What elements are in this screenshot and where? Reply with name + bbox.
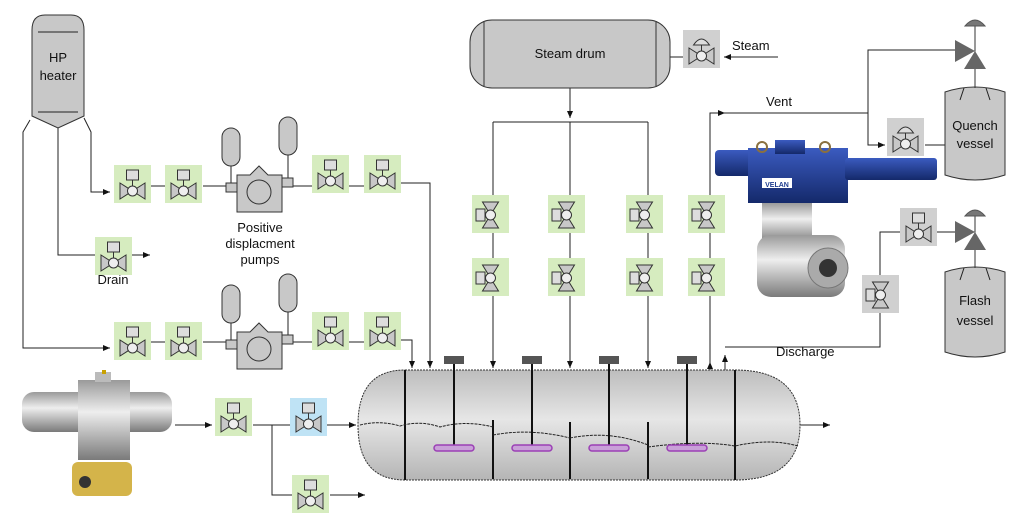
impeller-icon — [666, 444, 708, 452]
control-valve-18[interactable] — [548, 258, 585, 296]
impeller-icon — [433, 444, 475, 452]
quench-relief-valve-icon — [955, 19, 987, 88]
control-valve-6[interactable] — [114, 322, 151, 360]
control-valve-9[interactable] — [364, 312, 401, 350]
control-valve-22[interactable] — [887, 118, 924, 156]
reactor-tank — [357, 369, 801, 481]
velan-logo: VELAN — [765, 182, 789, 189]
hp-heater-label-2: heater — [40, 68, 78, 83]
control-valve-21[interactable] — [683, 30, 720, 68]
pumps-label-2: displacment — [225, 236, 295, 251]
agitator-motor — [444, 356, 464, 364]
hp-heater-label-1: HP — [49, 50, 67, 65]
steam-drum-label: Steam drum — [535, 46, 606, 61]
control-valve-1[interactable] — [114, 165, 151, 203]
positive-displacement-pump-2 — [221, 273, 298, 370]
control-valve-24[interactable] — [862, 275, 899, 313]
control-valve-16[interactable] — [688, 195, 725, 233]
steam-drum: Steam drum — [469, 19, 671, 89]
quench-label-2: vessel — [957, 136, 994, 151]
pumps-label-1: Positive — [237, 220, 283, 235]
control-valve-17[interactable] — [472, 258, 509, 296]
impeller-icon — [588, 444, 630, 452]
quench-vessel: Quench vessel — [944, 86, 1006, 181]
control-valve-8[interactable] — [312, 312, 349, 350]
control-valve-13[interactable] — [472, 195, 509, 233]
agitator-motor — [677, 356, 697, 364]
agitator-motor — [522, 356, 542, 364]
vent-label: Vent — [766, 94, 792, 109]
drain-label: Drain — [97, 272, 128, 287]
control-valve-2[interactable] — [165, 165, 202, 203]
velan-valve-photo: VELAN — [715, 140, 937, 297]
hp-heater: HP heater — [31, 14, 85, 129]
flash-label-2: vessel — [957, 313, 994, 328]
agitator-3 — [588, 356, 630, 452]
control-valve-14[interactable] — [548, 195, 585, 233]
flash-relief-valve-icon — [955, 209, 987, 268]
control-valve-15[interactable] — [626, 195, 663, 233]
steam-label: Steam — [732, 38, 770, 53]
control-valve-12[interactable] — [292, 475, 329, 513]
control-valve-20[interactable] — [688, 258, 725, 296]
quench-label-1: Quench — [952, 118, 998, 133]
agitator-1 — [433, 356, 475, 452]
control-valve-23[interactable] — [900, 208, 937, 246]
control-valve-11[interactable] — [290, 398, 327, 436]
ball-valve-photo — [22, 370, 172, 496]
control-valve-5[interactable] — [95, 237, 132, 275]
control-valve-19[interactable] — [626, 258, 663, 296]
agitator-4 — [666, 356, 708, 452]
control-valve-10[interactable] — [215, 398, 252, 436]
control-valve-7[interactable] — [165, 322, 202, 360]
discharge-label: Discharge — [776, 344, 835, 359]
agitator-2 — [511, 356, 553, 452]
flash-vessel: Flash vessel — [944, 266, 1006, 358]
impeller-icon — [511, 444, 553, 452]
control-valve-3[interactable] — [312, 155, 349, 193]
control-valve-4[interactable] — [364, 155, 401, 193]
positive-displacement-pump-1 — [221, 116, 298, 213]
flash-label-1: Flash — [959, 293, 991, 308]
agitator-motor — [599, 356, 619, 364]
pumps-label-3: pumps — [240, 252, 280, 267]
